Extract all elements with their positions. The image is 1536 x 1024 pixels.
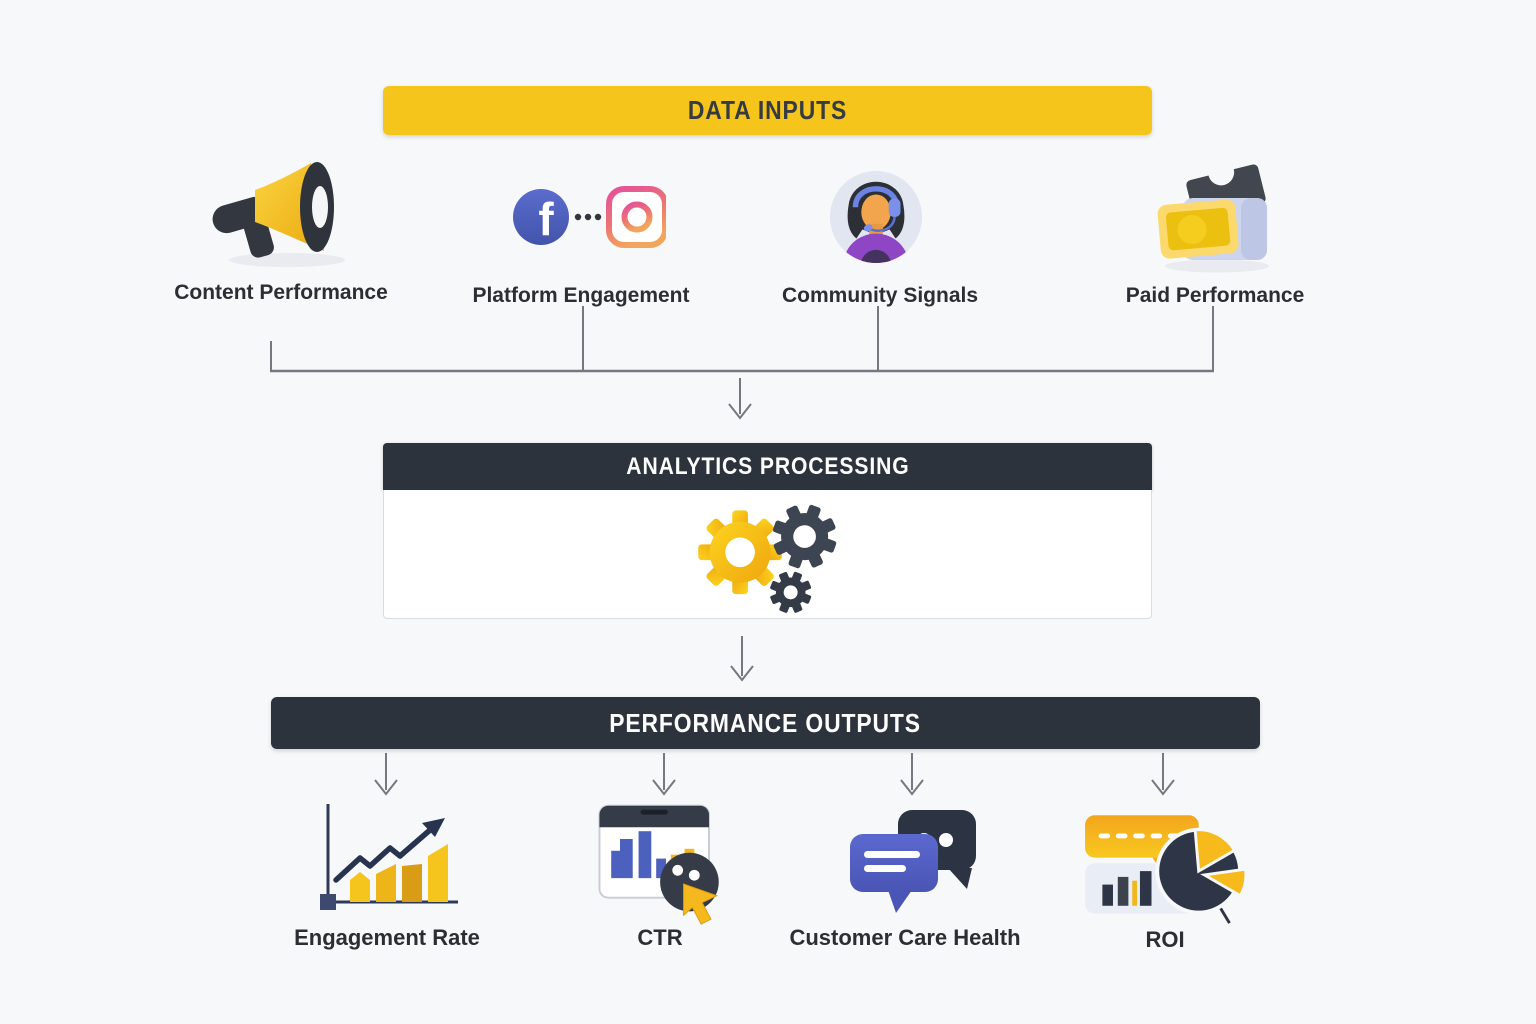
input-label-community-signals: Community Signals	[781, 284, 979, 307]
report-pie-chart-icon	[1072, 796, 1257, 926]
svg-text:f: f	[538, 193, 554, 245]
output-label-roi: ROI	[1145, 927, 1185, 952]
megaphone-icon	[205, 158, 365, 270]
input-label-content-performance: Content Performance	[174, 281, 388, 304]
analytics-processing-header: ANALYTICS PROCESSING	[383, 443, 1152, 490]
instagram-icon	[606, 186, 666, 248]
output-label-customer-care-health: Customer Care Health	[789, 925, 1021, 950]
data-inputs-banner: DATA INPUTS	[383, 86, 1152, 135]
support-agent-avatar-icon	[827, 168, 925, 266]
browser-click-icon	[584, 796, 744, 928]
facebook-instagram-icons: f	[496, 164, 666, 270]
output-label-engagement-rate: Engagement Rate	[294, 925, 480, 950]
analytics-processing-title: ANALYTICS PROCESSING	[625, 452, 910, 480]
input-label-platform-engagement: Platform Engagement	[472, 284, 690, 307]
analytics-processing-body	[383, 490, 1152, 619]
growth-bar-chart-icon	[306, 798, 466, 920]
analytics-processing-box: ANALYTICS PROCESSING	[383, 443, 1152, 619]
input-label-paid-performance: Paid Performance	[1125, 284, 1305, 307]
data-inputs-title: DATA INPUTS	[687, 95, 848, 125]
gears-icon	[697, 504, 836, 613]
cash-box-icon	[1137, 158, 1287, 276]
output-label-ctr: CTR	[637, 925, 683, 950]
facebook-icon: f	[513, 189, 569, 245]
performance-outputs-title: PERFORMANCE OUTPUTS	[609, 707, 922, 738]
chat-bubbles-icon	[832, 796, 992, 922]
performance-outputs-banner: PERFORMANCE OUTPUTS	[271, 697, 1260, 749]
